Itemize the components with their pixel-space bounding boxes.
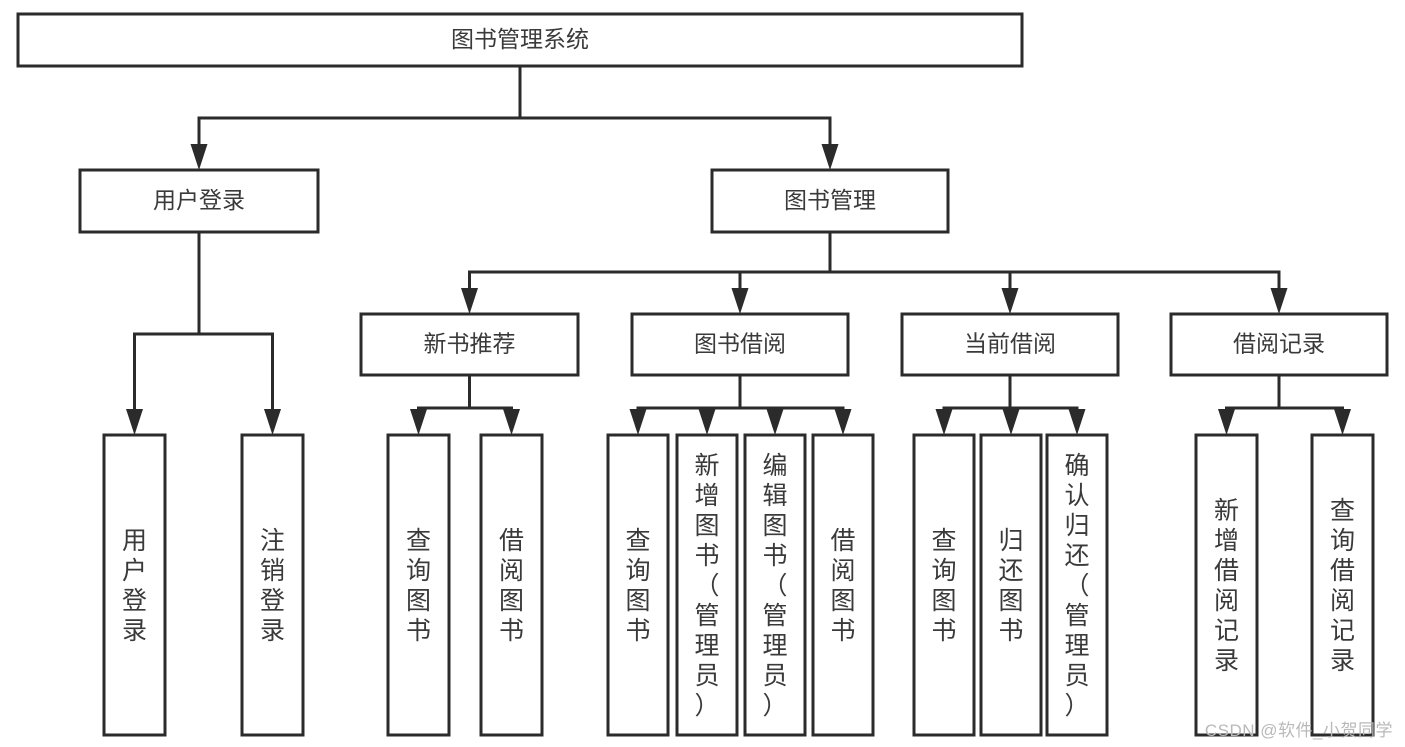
node-label: 查询图书 (931, 527, 956, 645)
node-label: 新书推荐 (424, 331, 516, 357)
node-leaf-query-record[interactable]: 查询借阅记录 (1310, 433, 1375, 737)
node-leaf-confirm-return[interactable]: 确认归还（管理员） (1045, 433, 1109, 737)
node-records[interactable]: 借阅记录 (1169, 312, 1389, 377)
node-label: 用户登录 (122, 527, 147, 645)
node-label: 借阅图书 (830, 527, 855, 645)
node-root[interactable]: 图书管理系统 (16, 12, 1024, 68)
node-layer: 图书管理系统用户登录图书管理新书推荐图书借阅当前借阅借阅记录用户登录注销登录查询… (16, 12, 1389, 737)
node-label: 查询图书 (625, 527, 650, 645)
node-leaf-add-book[interactable]: 新增图书（管理员） (675, 433, 739, 737)
node-label: 确认归还（管理员） (1064, 452, 1089, 720)
node-leaf-borrow-book-1[interactable]: 借阅图书 (479, 433, 544, 737)
connector-bus-borrow (629, 373, 852, 435)
node-label: 编辑图书（管理员） (762, 452, 787, 720)
connector-bus-records (1218, 373, 1351, 435)
node-login[interactable]: 用户登录 (78, 168, 320, 234)
node-current[interactable]: 当前借阅 (900, 312, 1120, 377)
connector-layer (126, 64, 1351, 435)
node-bookmgmt[interactable]: 图书管理 (710, 168, 950, 234)
node-label: 用户登录 (153, 187, 245, 213)
node-leaf-edit-book[interactable]: 编辑图书（管理员） (743, 433, 807, 737)
node-label: 查询借阅记录 (1330, 497, 1355, 675)
connector-bus-login (126, 230, 281, 435)
node-label: 查询图书 (406, 527, 431, 645)
connector-bus-bookmgmt (461, 230, 1288, 314)
node-label: 图书管理 (784, 187, 876, 213)
connector-bus-root (190, 64, 839, 170)
node-borrow[interactable]: 图书借阅 (630, 312, 850, 377)
node-leaf-query-book-1[interactable]: 查询图书 (386, 433, 451, 737)
connector-bus-newbook (410, 373, 520, 435)
node-leaf-add-record[interactable]: 新增借阅记录 (1194, 433, 1259, 737)
node-label: 借阅图书 (499, 527, 524, 645)
node-label: 归还图书 (998, 527, 1023, 645)
node-leaf-query-book-2[interactable]: 查询图书 (606, 433, 670, 737)
node-label: 当前借阅 (964, 331, 1056, 357)
node-label: 借阅记录 (1233, 331, 1325, 357)
node-leaf-return-book[interactable]: 归还图书 (979, 433, 1043, 737)
node-newbook[interactable]: 新书推荐 (359, 312, 580, 377)
node-label: 注销登录 (260, 527, 285, 645)
node-leaf-user-logout[interactable]: 注销登录 (240, 433, 305, 737)
node-leaf-query-book-3[interactable]: 查询图书 (912, 433, 976, 737)
node-label: 图书借阅 (694, 331, 786, 357)
node-label: 新增图书（管理员） (694, 452, 719, 720)
node-label: 新增借阅记录 (1214, 497, 1239, 675)
node-leaf-borrow-book-2[interactable]: 借阅图书 (811, 433, 875, 737)
node-leaf-user-login[interactable]: 用户登录 (102, 433, 167, 737)
watermark-text: CSDN @软件_小贺同学 (1204, 721, 1393, 740)
node-label: 图书管理系统 (451, 26, 589, 52)
connector-bus-current (935, 373, 1086, 435)
